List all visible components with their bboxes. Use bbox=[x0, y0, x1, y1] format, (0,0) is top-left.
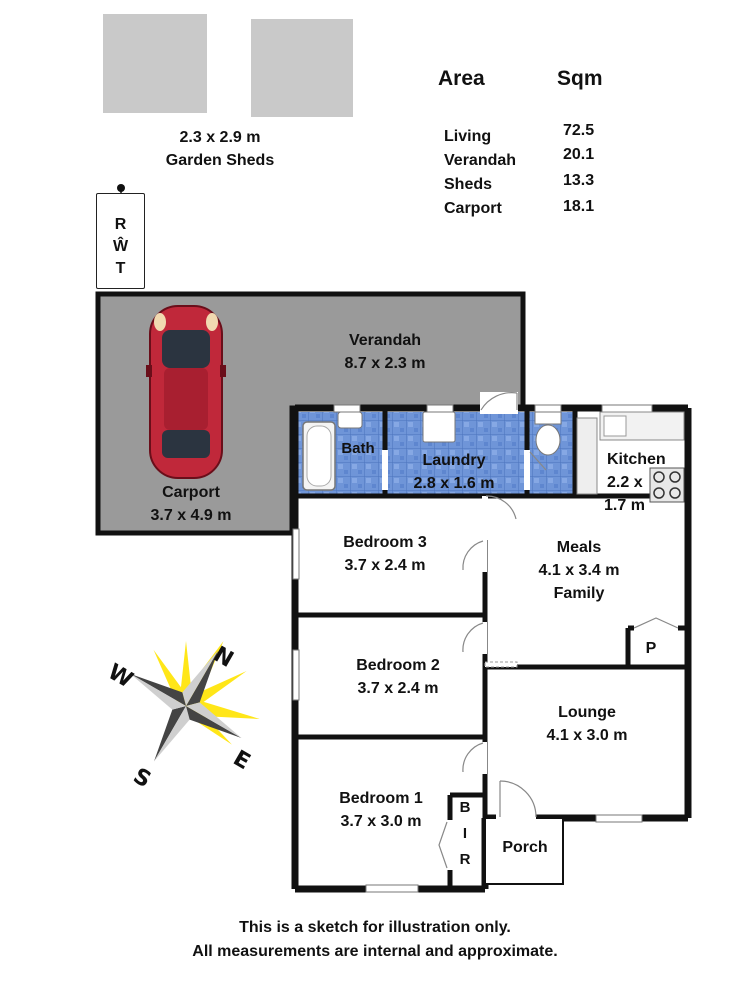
room-size: 2.8 x 1.6 m bbox=[413, 475, 495, 492]
room-name: P bbox=[645, 640, 657, 657]
porch-outline bbox=[484, 817, 564, 885]
room-subname: Family bbox=[553, 585, 605, 602]
room-name: Bedroom 1 bbox=[339, 790, 423, 807]
kitchen-sink bbox=[603, 415, 627, 437]
room-name: Carport bbox=[162, 484, 220, 501]
doors bbox=[382, 392, 679, 870]
room-bedroom-1: Bedroom 1 3.7 x 3.0 m bbox=[316, 787, 446, 833]
car-illustration bbox=[146, 305, 226, 479]
compass-rose bbox=[130, 641, 260, 762]
room-name: Laundry bbox=[422, 452, 486, 469]
area-row-value: 20.1 bbox=[563, 146, 595, 163]
room-name: Lounge bbox=[558, 704, 616, 721]
bir-letter: I bbox=[462, 825, 468, 842]
area-row-name: Living bbox=[444, 128, 492, 145]
room-size: 3.7 x 2.4 m bbox=[344, 557, 426, 574]
sheds-label: 2.3 x 2.9 m Garden Sheds bbox=[140, 126, 300, 172]
bir-letter: R bbox=[459, 851, 471, 868]
room-meals: Meals 4.1 x 3.4 m Family bbox=[514, 536, 644, 605]
room-bath: Bath bbox=[337, 437, 379, 460]
room-name: Meals bbox=[556, 539, 602, 556]
room-size: 4.1 x 3.0 m bbox=[546, 727, 628, 744]
room-name: Kitchen bbox=[607, 451, 666, 468]
disclaimer-line-2: All measurements are internal and approx… bbox=[192, 943, 558, 960]
room-carport: Carport 3.7 x 4.9 m bbox=[126, 481, 256, 527]
area-row-value: 13.3 bbox=[563, 172, 595, 189]
area-row-value: 72.5 bbox=[563, 122, 595, 139]
bir-letter: B bbox=[459, 799, 471, 816]
area-header: Area bbox=[438, 67, 485, 90]
room-pantry: P bbox=[636, 637, 666, 660]
room-verandah: Verandah 8.7 x 2.3 m bbox=[320, 329, 450, 375]
fridge-space bbox=[576, 417, 598, 495]
room-name: Porch bbox=[502, 839, 548, 856]
room-size: 4.1 x 3.4 m bbox=[538, 562, 620, 579]
area-row-name: Sheds bbox=[444, 176, 493, 193]
room-size: 8.7 x 2.3 m bbox=[344, 355, 426, 372]
rainwater-tank: R Ŵ T bbox=[96, 193, 145, 289]
rwt-letter: Ŵ bbox=[112, 238, 129, 255]
room-size: 3.7 x 4.9 m bbox=[150, 507, 232, 524]
room-size: 3.7 x 3.0 m bbox=[340, 813, 422, 830]
room-size: 3.7 x 2.4 m bbox=[357, 680, 439, 697]
disclaimer-line-1: This is a sketch for illustration only. bbox=[239, 919, 511, 936]
area-row-name: Verandah bbox=[444, 152, 517, 169]
garden-shed-1 bbox=[103, 14, 207, 113]
room-lounge: Lounge 4.1 x 3.0 m bbox=[522, 701, 652, 747]
room-kitchen: Kitchen 2.2 x 1.7 m bbox=[601, 448, 675, 517]
room-bedroom-2: Bedroom 2 3.7 x 2.4 m bbox=[333, 654, 463, 700]
sheds-size: 2.3 x 2.9 m bbox=[179, 129, 261, 146]
area-row-value: 18.1 bbox=[563, 198, 595, 215]
room-size: 2.2 x bbox=[607, 474, 643, 491]
bath-basin bbox=[337, 411, 363, 429]
room-name: Bath bbox=[341, 440, 375, 457]
room-laundry: Laundry 2.8 x 1.6 m bbox=[392, 449, 516, 495]
built-in-robe: B I R bbox=[452, 795, 478, 875]
room-name: Bedroom 2 bbox=[356, 657, 440, 674]
rwt-letter: R bbox=[114, 216, 127, 233]
room-size: 1.7 m bbox=[604, 497, 645, 514]
sheds-name: Garden Sheds bbox=[165, 152, 275, 169]
sqm-header: Sqm bbox=[557, 67, 603, 90]
room-name: Bedroom 3 bbox=[343, 534, 427, 551]
garden-shed-2 bbox=[251, 19, 353, 117]
room-bedroom-3: Bedroom 3 3.7 x 2.4 m bbox=[320, 531, 450, 577]
rwt-letter: T bbox=[115, 260, 126, 277]
room-name: Verandah bbox=[348, 332, 422, 349]
area-row-name: Carport bbox=[444, 200, 502, 217]
toilet bbox=[535, 424, 561, 456]
laundry-tub bbox=[422, 411, 456, 443]
room-porch: Porch bbox=[490, 836, 560, 859]
